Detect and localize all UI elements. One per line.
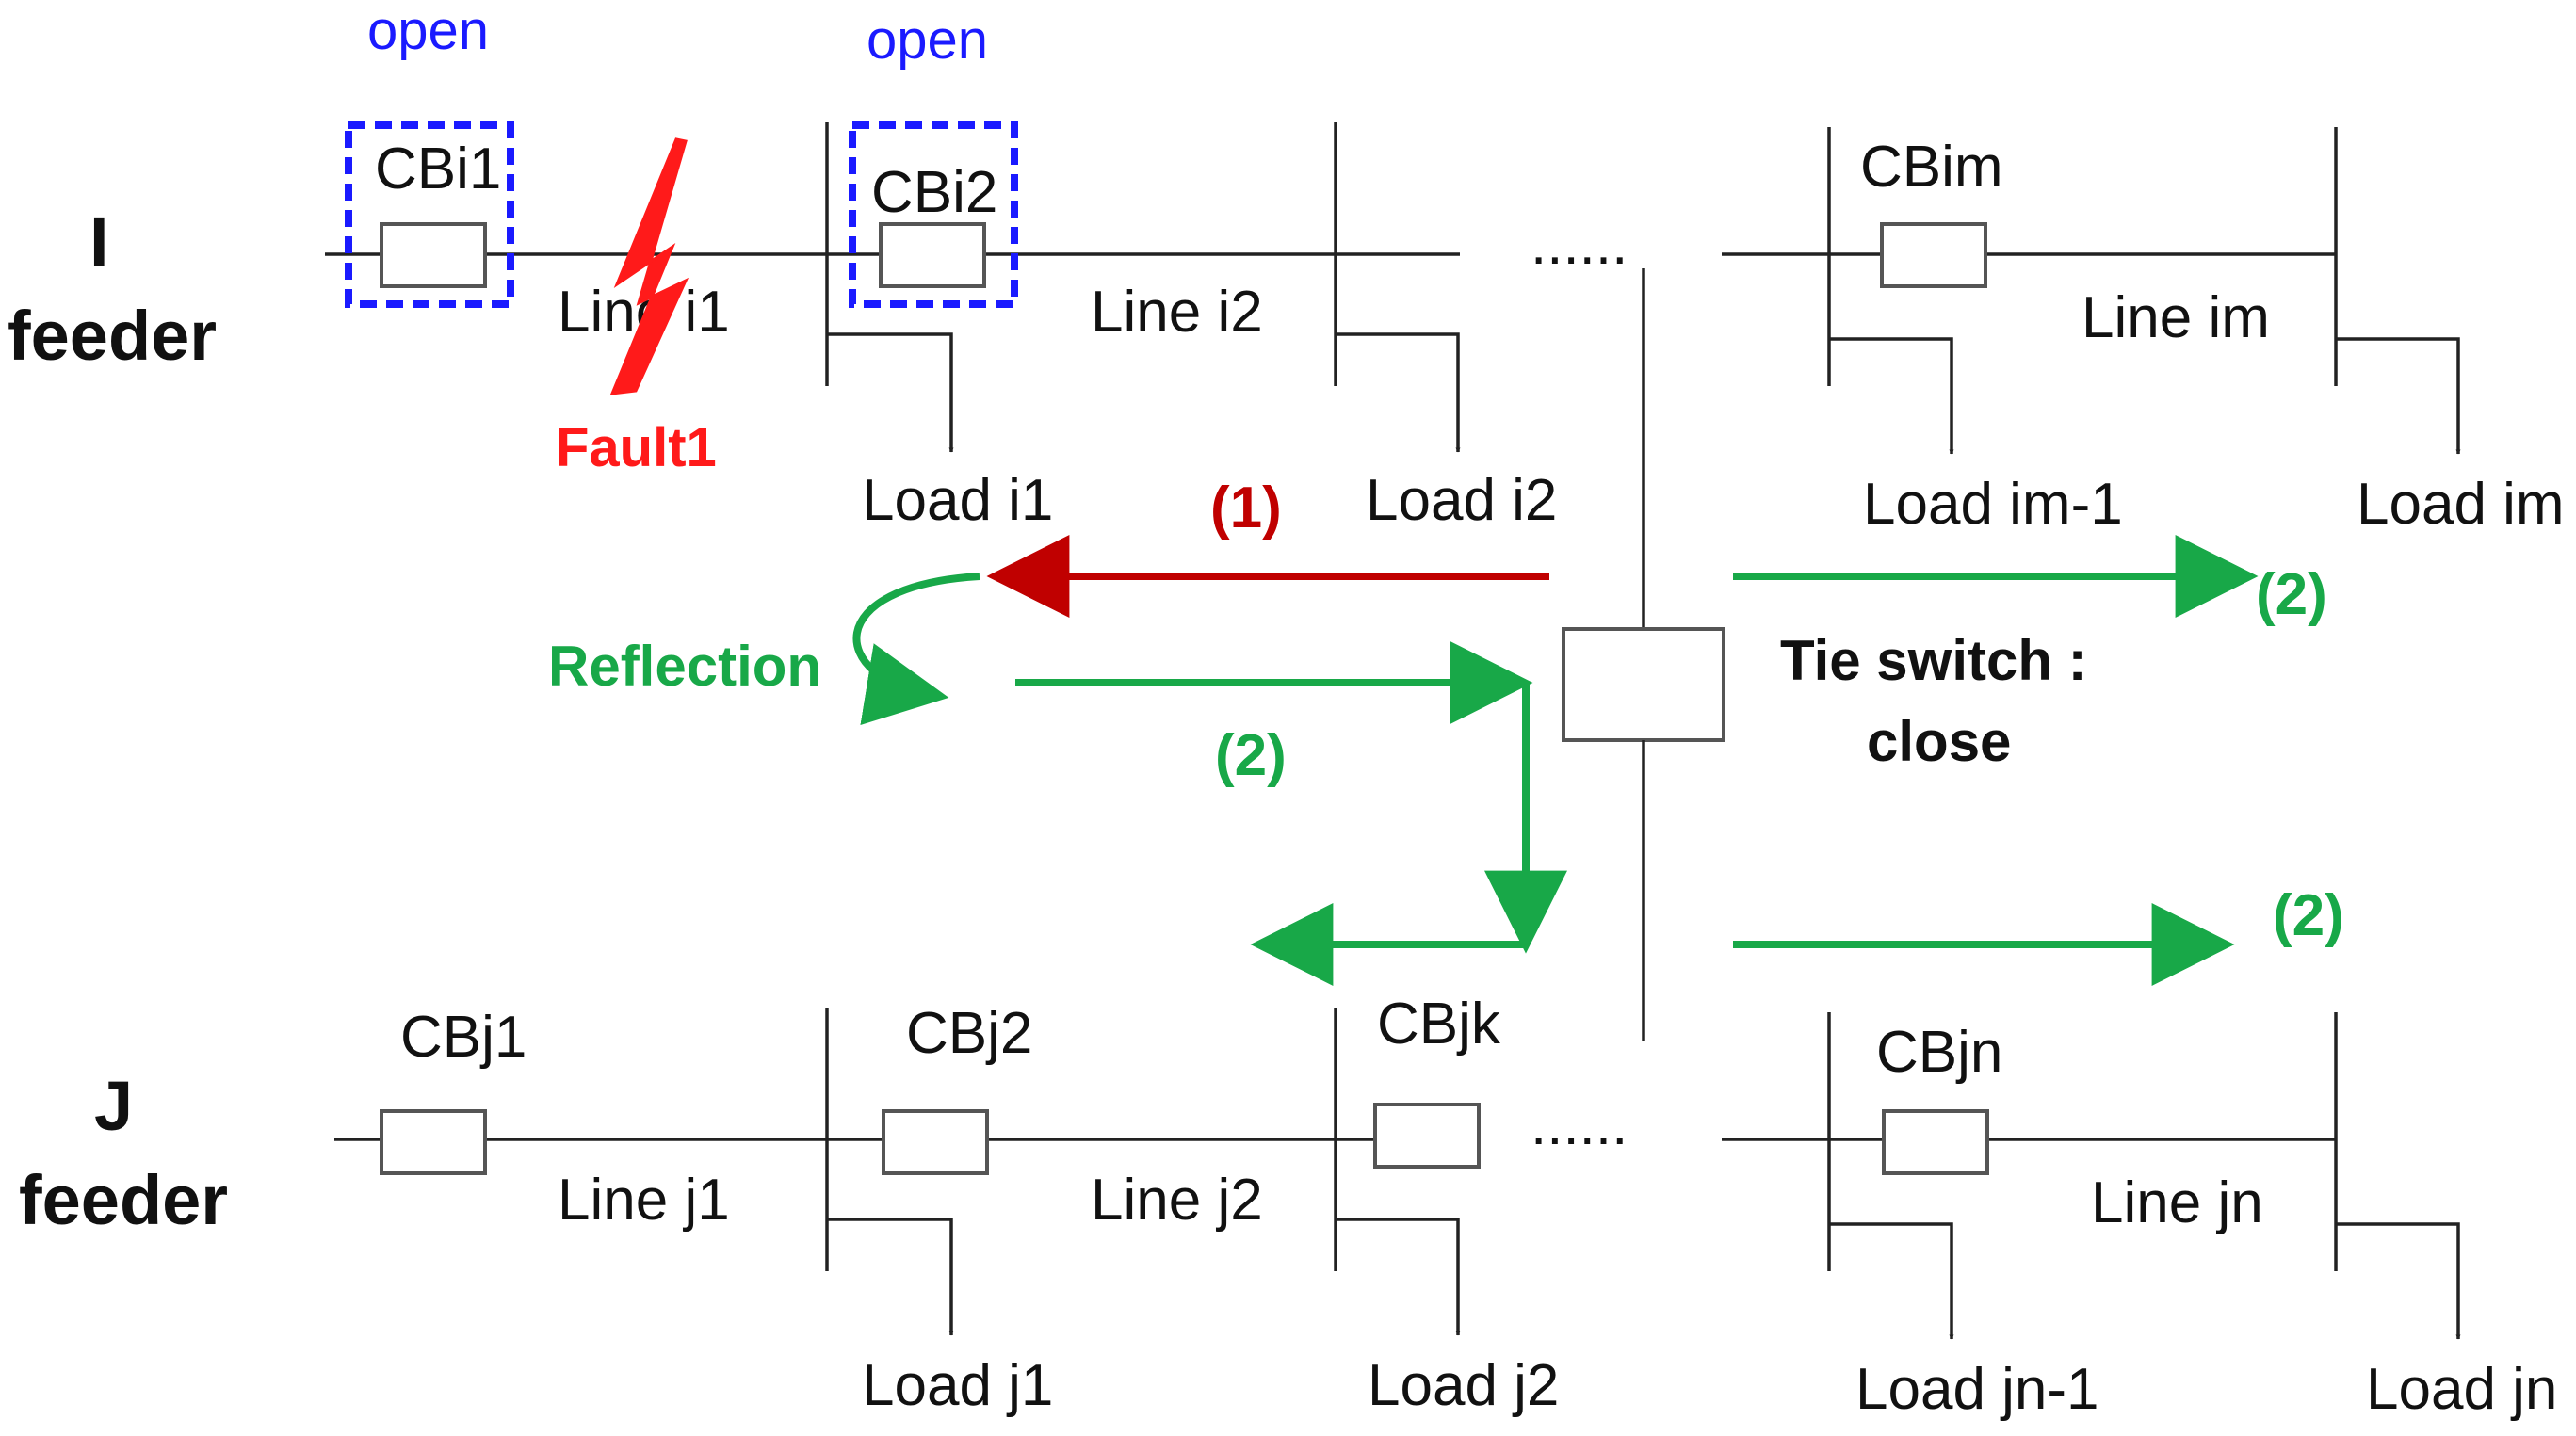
open-highlight-cbi2 [849, 121, 1018, 308]
state-cbi2: open [867, 9, 988, 71]
arrow-reflection [852, 573, 980, 725]
load-tap-jn [2336, 1222, 2461, 1340]
breaker-cbjn[interactable] [1882, 1109, 1989, 1175]
label-line-j1: Line j1 [558, 1168, 730, 1233]
label-cbjk: CBjk [1377, 992, 1501, 1057]
label-cbjn: CBjn [1876, 1020, 2002, 1085]
label-load-jn-1: Load jn-1 [1855, 1357, 2099, 1422]
breaker-cbj1[interactable] [380, 1109, 487, 1175]
label-step2-middle: (2) [1215, 723, 1287, 788]
label-load-i1: Load i1 [862, 468, 1053, 533]
label-line-im: Line im [2082, 285, 2270, 350]
state-cbi1: open [367, 0, 489, 61]
j-bus-ellipsis: ...... [1531, 1092, 1628, 1157]
label-load-jn: Load jn [2366, 1357, 2557, 1422]
load-tap-im-1 [1829, 337, 1954, 455]
label-cbi2: CBi2 [871, 160, 997, 225]
tie-switch-section: Tie switch : close [1562, 268, 2087, 1041]
label-load-i2: Load i2 [1366, 468, 1557, 533]
i-feeder-word: feeder [8, 297, 217, 375]
load-tap-im [2336, 337, 2461, 455]
label-cbj1: CBj1 [400, 1005, 527, 1070]
label-load-j1: Load j1 [862, 1353, 1053, 1418]
breaker-cbj2[interactable] [882, 1109, 989, 1175]
label-step2-upper-right: (2) [2256, 562, 2327, 627]
load-tap-j2 [1336, 1218, 1461, 1336]
load-tap-i1 [827, 332, 954, 453]
open-highlight-cbi1 [345, 121, 514, 308]
label-cbj2: CBj2 [906, 1001, 1032, 1066]
load-tap-j1 [827, 1218, 954, 1336]
breaker-cbi2[interactable] [879, 222, 986, 288]
label-load-im-1: Load im-1 [1863, 472, 2123, 537]
j-feeder-letter: J [94, 1067, 133, 1145]
label-reflection: Reflection [548, 635, 821, 698]
breaker-cbim[interactable] [1880, 222, 1987, 288]
label-load-im: Load im [2357, 472, 2565, 537]
label-cbim: CBim [1860, 135, 2003, 200]
tie-switch-state: close [1867, 710, 2011, 773]
label-fault1: Fault1 [556, 417, 717, 478]
i-feeder-letter: I [89, 202, 109, 281]
lightning-bolt-icon [609, 137, 689, 395]
i-feeder: I feeder ...... open open CBi1 CBi2 CBim… [8, 0, 2565, 537]
label-load-j2: Load j2 [1368, 1353, 1559, 1418]
breaker-cbi1[interactable] [380, 222, 487, 288]
j-feeder-word: feeder [19, 1161, 228, 1239]
label-line-j2: Line j2 [1091, 1168, 1263, 1233]
tie-switch[interactable] [1562, 627, 1725, 742]
load-tap-jn-1 [1829, 1222, 1954, 1340]
i-bus-ellipsis: ...... [1531, 212, 1628, 277]
label-step2-lower-right: (2) [2273, 883, 2344, 948]
label-cbi1: CBi1 [375, 137, 501, 202]
j-feeder: J feeder ...... CBj1 CBj2 CBjk CBjn Line… [19, 992, 2557, 1422]
label-line-jn: Line jn [2091, 1170, 2263, 1235]
power-flow-arrows: (1) (2) Reflection (2) (2) [548, 476, 2344, 986]
breaker-cbjk[interactable] [1373, 1103, 1481, 1169]
label-step1: (1) [1210, 476, 1282, 541]
label-line-i2: Line i2 [1091, 280, 1263, 345]
fault-indicator: Fault1 [556, 137, 717, 478]
load-tap-i2 [1336, 332, 1461, 453]
tie-switch-label: Tie switch : [1780, 629, 2087, 692]
